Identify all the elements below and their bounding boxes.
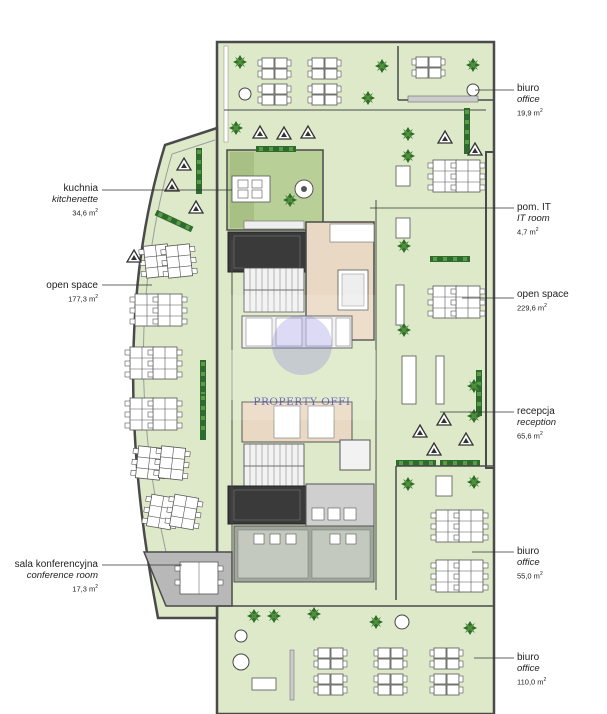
room-name-pl: pom. IT (517, 202, 551, 213)
room-area: 177,3 m2 (68, 294, 98, 304)
room-label-office-mid: biuro office 55,0 m2 (517, 546, 543, 582)
room-name-en: kitchenette (52, 194, 98, 205)
room-label-open-space-left: open space 177,3 m2 (0, 280, 98, 305)
watermark-logo (230, 295, 375, 420)
room-area: 229,6 m2 (517, 303, 547, 313)
room-label-office-bottom: biuro office 110,0 m2 (517, 652, 546, 688)
room-name-pl: biuro (517, 83, 540, 94)
room-name-en: conference room (26, 570, 98, 581)
kitchen-room (196, 146, 324, 231)
room-name-en: office (517, 557, 540, 568)
room-name-pl: recepcja (517, 406, 555, 417)
label-leaders (102, 89, 514, 659)
mid-right-office (395, 465, 494, 600)
room-area: 19,9 m2 (517, 108, 543, 118)
room-name-pl: kuchnia (63, 183, 98, 194)
watermark-text: PROPERTY OFFI (253, 396, 351, 408)
building-core (227, 200, 377, 590)
top-office-area (224, 46, 494, 111)
room-name-en: office (517, 94, 540, 105)
room-name-pl: sala konferencyjna (14, 559, 98, 570)
room-area: 17,3 m2 (72, 584, 98, 594)
room-label-it-room: pom. IT IT room 4,7 m2 (517, 202, 551, 238)
room-name-en: IT room (517, 213, 550, 224)
room-area: 55,0 m2 (517, 571, 543, 581)
room-name-en: office (517, 663, 540, 674)
room-label-reception: recepcja reception 65,6 m2 (517, 406, 556, 442)
bottom-office (217, 605, 494, 701)
room-label-kitchenette: kuchnia kitchenette 34,6 m2 (0, 183, 98, 219)
conference-room (142, 551, 233, 607)
room-label-office-top: biuro office 19,9 m2 (517, 83, 543, 119)
room-name-pl: open space (517, 289, 569, 300)
reception-area (401, 355, 474, 456)
room-name-en: reception (517, 417, 557, 428)
room-area: 34,6 m2 (72, 208, 98, 218)
right-open-space (395, 108, 486, 466)
room-area: 4,7 m2 (517, 227, 539, 237)
room-name-pl: biuro (517, 546, 540, 557)
room-label-conference: sala konferencyjna conference room 17,3 … (0, 559, 98, 595)
room-area: 65,6 m2 (517, 431, 543, 441)
room-label-open-space-right: open space 229,6 m2 (517, 289, 569, 314)
room-name-pl: open space (46, 280, 98, 291)
room-name-pl: biuro (517, 652, 540, 663)
room-area: 110,0 m2 (517, 677, 547, 687)
